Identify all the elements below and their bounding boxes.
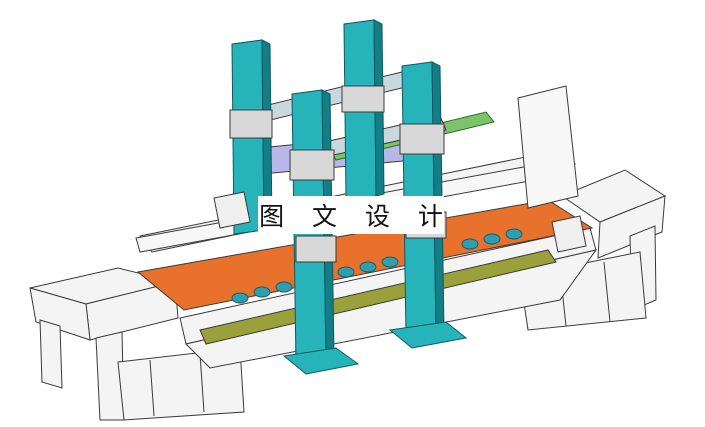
left-lower-box-rib: [149, 359, 155, 417]
clamp: [341, 85, 385, 113]
base-plate-right: [388, 321, 468, 349]
clamp: [295, 235, 337, 263]
left-lower-box-rib-2: [199, 353, 205, 413]
roller: [483, 233, 501, 245]
clamp: [289, 149, 335, 181]
right-base-front: [597, 195, 666, 259]
roller: [505, 228, 523, 240]
right-panel: [517, 85, 579, 209]
roller-row: [231, 228, 523, 304]
left-base-side: [29, 287, 91, 341]
left-end-bracket: [213, 191, 251, 229]
watermark-band: 图 文 设 计: [258, 196, 444, 234]
roller: [253, 286, 271, 298]
base-plate-group: [282, 321, 468, 375]
watermark-text: 图 文 设 计: [259, 202, 453, 231]
roller: [359, 261, 377, 273]
clamp: [229, 109, 273, 139]
roller: [337, 266, 355, 278]
clamp: [399, 123, 445, 155]
base-plate-left: [282, 347, 360, 375]
roller: [461, 238, 479, 250]
left-leg-back: [39, 319, 63, 389]
roller: [381, 256, 399, 268]
gantry-beam-back: [247, 69, 419, 125]
roller: [231, 292, 249, 304]
roller: [275, 281, 293, 293]
right-end-bracket: [551, 215, 587, 253]
right-lower-box-rib-2: [603, 261, 611, 323]
